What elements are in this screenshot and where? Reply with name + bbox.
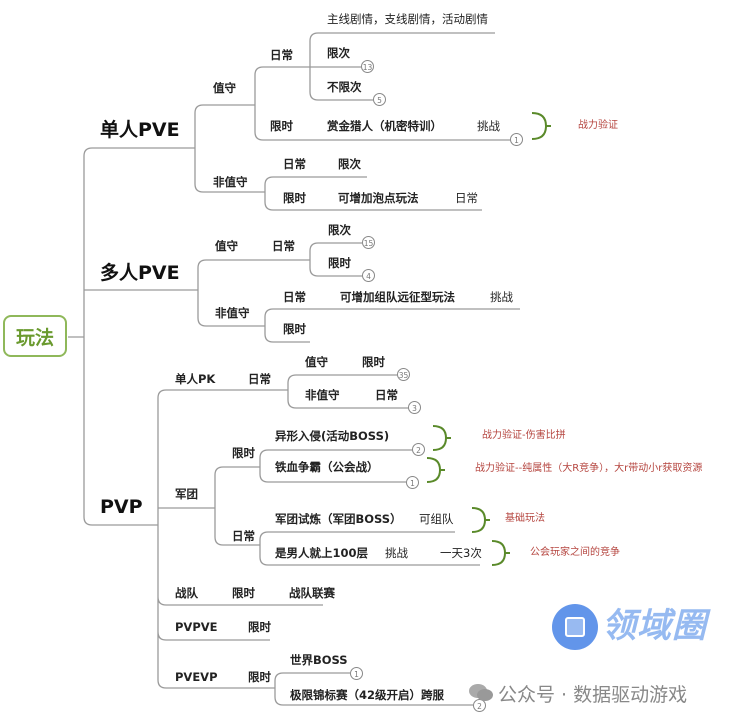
solo-pk-unguarded-tag: 日常 xyxy=(375,388,398,402)
count-badge: 4 xyxy=(362,269,375,282)
story-node[interactable]: 主线剧情，支线剧情，活动剧情 xyxy=(327,12,488,26)
count-badge: 1 xyxy=(510,133,523,146)
note: 战力验证-伤害比拼 xyxy=(482,430,566,441)
team-tag: 限时 xyxy=(232,586,255,600)
solo-pk-guard-tag: 限时 xyxy=(362,355,385,369)
count-badge: 3 xyxy=(408,401,421,414)
note: 公会玩家之间的竞争 xyxy=(530,547,620,558)
multi-pve-node[interactable]: 多人PVE xyxy=(100,262,180,284)
unguarded-daily-item[interactable]: 限次 xyxy=(338,157,361,171)
solo-pk-daily-node[interactable]: 日常 xyxy=(248,372,271,386)
multi-unguarded-daily-node[interactable]: 日常 xyxy=(283,290,306,304)
daily-limit-tag: 一天3次 xyxy=(440,546,482,560)
challenge-tag: 挑战 xyxy=(477,119,500,133)
multi-limited-time-node[interactable]: 限时 xyxy=(328,256,351,270)
solo-pk-unguarded-node[interactable]: 非值守 xyxy=(305,388,340,402)
count-badge: 1 xyxy=(406,476,419,489)
idle-play-node[interactable]: 可增加泡点玩法 xyxy=(338,191,419,205)
root-node[interactable]: 玩法 xyxy=(3,315,67,357)
count-badge: 5 xyxy=(373,93,386,106)
bounty-hunter-node[interactable]: 赏金猎人（机密特训） xyxy=(327,119,442,133)
count-badge: 1 xyxy=(350,667,363,680)
multi-pve-guard-daily-node[interactable]: 日常 xyxy=(272,239,295,253)
legion-daily-node[interactable]: 日常 xyxy=(232,529,255,543)
count-badge: 35 xyxy=(397,368,410,381)
count-badge: 15 xyxy=(362,236,375,249)
pvpve-node[interactable]: PVPVE xyxy=(175,620,218,634)
root-label: 玩法 xyxy=(15,326,54,349)
multi-limited-count-node[interactable]: 限次 xyxy=(328,223,351,237)
multi-unguarded-limited-node[interactable]: 限时 xyxy=(283,322,306,336)
legion-node[interactable]: 军团 xyxy=(175,487,198,501)
unguarded-daily-node[interactable]: 日常 xyxy=(283,157,306,171)
brackets xyxy=(426,112,551,566)
multi-pve-unguarded-node[interactable]: 非值守 xyxy=(215,306,250,320)
solo-pk-node[interactable]: 单人PK xyxy=(175,372,216,386)
daily-tag: 日常 xyxy=(455,191,478,205)
alien-invasion-node[interactable]: 异形入侵(活动BOSS) xyxy=(275,429,390,443)
unguarded-limited-node[interactable]: 限时 xyxy=(283,191,306,205)
count-badge: 2 xyxy=(473,699,486,712)
multi-pve-guard-node[interactable]: 值守 xyxy=(215,239,238,253)
limited-count-node[interactable]: 限次 xyxy=(327,46,350,60)
challenge-tag: 挑战 xyxy=(490,290,513,304)
championship-node[interactable]: 极限锦标赛（42级开启）跨服 xyxy=(290,688,445,702)
legion-trial-node[interactable]: 军团试炼（军团BOSS） xyxy=(275,512,402,526)
single-pve-unguarded-node[interactable]: 非值守 xyxy=(213,175,248,189)
guild-war-node[interactable]: 铁血争霸（公会战） xyxy=(275,460,379,474)
pvevp-tag: 限时 xyxy=(248,670,271,684)
wechat-icon xyxy=(469,684,493,701)
solo-pk-guard-node[interactable]: 值守 xyxy=(305,355,328,369)
single-pve-guard-node[interactable]: 值守 xyxy=(213,81,236,95)
note-combat-power: 战力验证 xyxy=(578,120,618,131)
pvevp-node[interactable]: PVEVP xyxy=(175,670,218,684)
note: 基础玩法 xyxy=(505,513,545,524)
challenge-tag: 挑战 xyxy=(385,546,408,560)
team-node[interactable]: 战队 xyxy=(175,586,198,600)
legion-limited-node[interactable]: 限时 xyxy=(232,446,255,460)
pvpve-tag: 限时 xyxy=(248,620,271,634)
note: 战力验证--纯属性（大R竞争），大r带动小r获取资源 xyxy=(475,463,703,474)
single-pve-guard-limited-node[interactable]: 限时 xyxy=(270,119,293,133)
single-pve-guard-daily-node[interactable]: 日常 xyxy=(270,48,293,62)
watermark-account: 公众号 · 数据驱动游戏 xyxy=(498,684,688,706)
count-badge: 2 xyxy=(412,443,425,456)
watermark-logo-icon xyxy=(552,604,598,650)
count-badge: 13 xyxy=(361,60,374,73)
team-expedition-node[interactable]: 可增加组队远征型玩法 xyxy=(340,290,455,304)
teamable-tag: 可组队 xyxy=(419,512,454,526)
tower-100-node[interactable]: 是男人就上100层 xyxy=(275,546,369,560)
world-boss-node[interactable]: 世界BOSS xyxy=(290,653,348,667)
single-pve-node[interactable]: 单人PVE xyxy=(100,119,180,141)
pvp-node[interactable]: PVP xyxy=(100,496,143,518)
team-league-node[interactable]: 战队联赛 xyxy=(289,586,335,600)
unlimited-count-node[interactable]: 不限次 xyxy=(327,80,362,94)
watermark-logo-text: 领域圈 xyxy=(602,606,707,646)
